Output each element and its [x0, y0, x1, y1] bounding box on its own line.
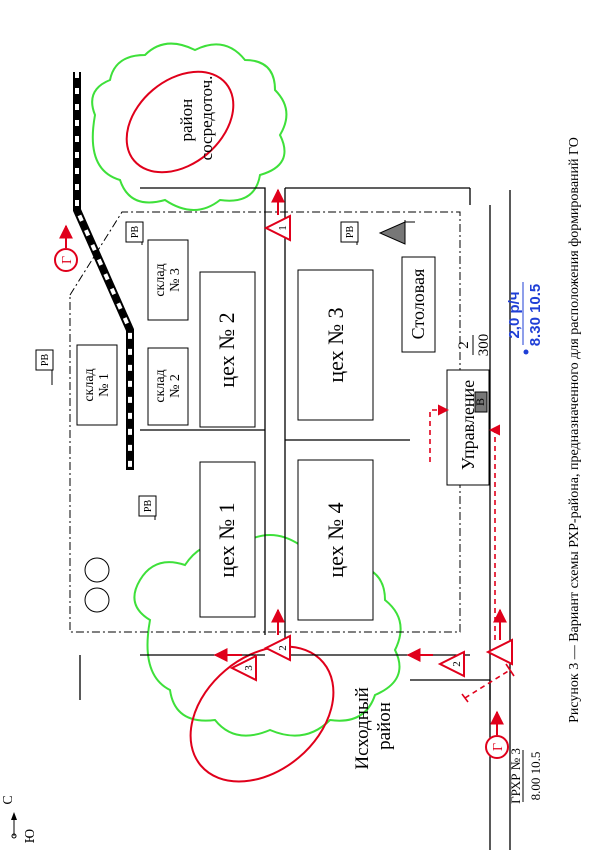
warehouse-3 — [147, 239, 189, 321]
dose-time: 8.30 10.5 — [527, 284, 544, 347]
warehouse-3-number: № 3 — [168, 268, 183, 292]
compass-arrow-icon — [11, 812, 17, 820]
flag-sign — [378, 220, 415, 245]
road-west-upper — [140, 187, 266, 635]
management-v-label: В — [473, 398, 487, 406]
grxr-number: ГРХР № 3 — [508, 748, 523, 804]
grxr-label: ГРХР № 3 8.00 10.5 — [508, 748, 543, 804]
route-main — [488, 424, 501, 640]
concentration-area-vegetation — [91, 42, 288, 211]
start-area-outline — [189, 645, 335, 783]
tank-2 — [84, 587, 110, 613]
triangle-posts: 1 2 3 2 — [213, 188, 513, 682]
warehouse-3-word: склад — [153, 263, 168, 296]
g-post-bottom-label: Г — [491, 743, 506, 751]
canteen-label: Столовая — [408, 269, 428, 340]
workshop-1 — [199, 461, 256, 618]
dose-point — [523, 349, 529, 355]
post-2-left: 2 — [263, 608, 291, 662]
fraction-numerator: 2 — [456, 341, 472, 349]
post-3: 3 — [213, 648, 257, 682]
post-3-label: 3 — [243, 665, 255, 671]
start-area-line2: район — [374, 702, 395, 750]
rv-sign-2-text: РВ — [130, 226, 141, 239]
workshop-2 — [199, 271, 256, 428]
grxr-time: 8.00 10.5 — [528, 752, 543, 801]
warehouse-2-number: № 2 — [168, 374, 183, 398]
warehouses: склад№ 1 склад№ 2 склад№ 3 — [76, 239, 189, 426]
rv-sign-4: РВ — [340, 221, 359, 245]
dose-annotation: 2,0 р/ч 8.30 10.5 — [506, 282, 544, 355]
rv-sign-4-text: РВ — [345, 226, 356, 239]
post-1-top-label: 1 — [277, 225, 289, 231]
fraction-label: 2 300 — [456, 334, 492, 357]
dose-rate: 2,0 р/ч — [506, 291, 523, 338]
concentration-area-line1: район — [177, 99, 196, 142]
rv-sign-3-text: РВ — [143, 500, 154, 513]
warehouse-1-number: № 1 — [97, 373, 112, 397]
concentration-area-label: район сосредоточ. — [177, 76, 216, 161]
tank-1 — [84, 557, 110, 583]
warehouse-2 — [147, 347, 189, 426]
canteen — [401, 256, 436, 353]
management-v-marker — [474, 391, 488, 413]
compass-north: С — [1, 795, 16, 804]
concentration-area: район сосредоточ. — [91, 42, 288, 211]
post-main — [485, 608, 513, 666]
route-to-management — [429, 404, 450, 462]
workshops: цех № 1 цех № 2 цех № 3 цех № 4 — [199, 269, 374, 621]
g-post-bottom: Г — [485, 710, 509, 759]
start-area-label: Исходный район — [352, 682, 395, 769]
routes — [429, 404, 511, 699]
concentration-area-line2: сосредоточ. — [197, 76, 216, 161]
concentration-area-outline — [125, 70, 235, 174]
compass-south: Ю — [23, 829, 38, 843]
workshop-4 — [297, 459, 374, 621]
rv-sign-1-text: РВ — [40, 354, 51, 367]
post-1-top: 1 — [263, 188, 291, 242]
management — [446, 369, 490, 486]
post-2-bottom: 2 — [406, 648, 465, 678]
compass: С Ю — [1, 795, 38, 843]
workshop-4-label: цех № 4 — [323, 502, 348, 577]
workshop-3 — [297, 269, 374, 421]
warehouse-3-label: склад№ 3 — [153, 263, 183, 296]
start-area-line1: Исходный — [352, 687, 373, 769]
workshop-2-label: цех № 2 — [214, 312, 239, 387]
route-ticks — [461, 663, 515, 703]
g-post-top: Г — [54, 224, 78, 272]
post-2-bottom-label: 2 — [451, 661, 463, 667]
route-cross — [464, 669, 511, 699]
workshop-1-label: цех № 1 — [214, 502, 239, 577]
post-2-left-label: 2 — [277, 645, 289, 651]
management-label: Управление — [458, 380, 478, 470]
rv-signs: РВ РВ РВ РВ — [35, 221, 359, 520]
workshop-3-label: цех № 3 — [323, 307, 348, 382]
rv-sign-1: РВ — [35, 349, 54, 385]
railway-ties — [75, 72, 132, 470]
rv-sign-3: РВ — [138, 495, 157, 520]
start-area: Исходный район — [133, 534, 402, 783]
road-east — [469, 188, 491, 700]
warehouse-1 — [76, 344, 118, 426]
warehouse-2-word: склад — [153, 369, 168, 402]
roads — [79, 187, 511, 850]
road-south — [410, 679, 491, 850]
warehouse-1-label: склад№ 1 — [82, 368, 112, 401]
g-post-top-label: Г — [60, 256, 75, 264]
fraction-denominator: 300 — [476, 334, 492, 357]
rv-sign-2: РВ — [125, 221, 144, 245]
figure-caption: Рисунок 3 — Вариант схемы РХР-района, пр… — [567, 137, 582, 723]
warehouse-2-label: склад№ 2 — [153, 369, 183, 402]
compass-point — [11, 833, 17, 839]
warehouse-1-word: склад — [82, 368, 97, 401]
